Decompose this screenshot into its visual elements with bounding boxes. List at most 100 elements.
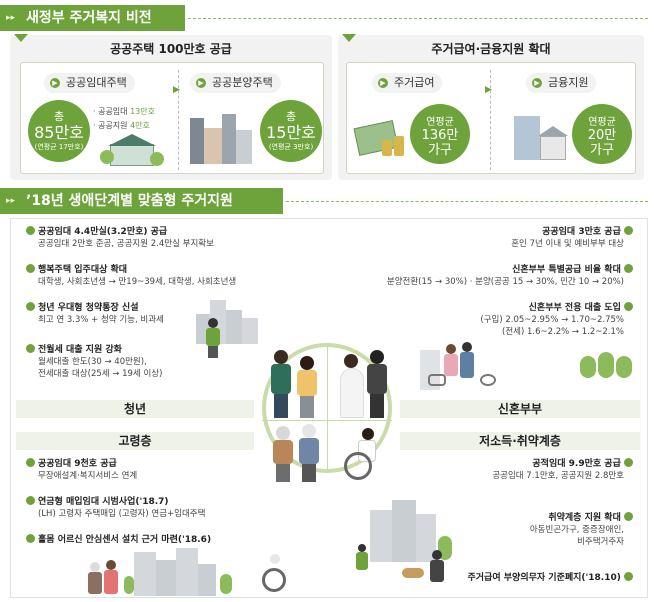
newlywed-item-2-title: 신혼부부 특별공급 비율 확대 bbox=[512, 265, 621, 275]
chevron-right-icon bbox=[26, 226, 35, 235]
youth-item-3-line: 최고 연 3.3% + 청약 기능, 비과세 bbox=[38, 315, 164, 325]
chevron-right-icon: ▶ bbox=[485, 85, 492, 95]
family-illustration bbox=[420, 340, 540, 390]
housing-benefit-value: 136만 bbox=[421, 128, 459, 143]
section2-header: ’18년 생애단계별 맞춤형 주거지원 bbox=[0, 188, 283, 214]
sale-total-value: 15만호 bbox=[266, 123, 316, 142]
newlywed-item-3-line-1: (구입) 2.05~2.95% → 1.70~2.75% bbox=[480, 315, 624, 325]
elderly-neighborhood-illustration bbox=[84, 548, 294, 596]
rental-note-public-label: · 공공임대 bbox=[93, 107, 128, 116]
youth-item-4: 전월세 대출 지원 강화 월세대출 한도(30 → 40만원), 전세대출 대상… bbox=[26, 344, 256, 380]
lowincome-item-3-title: 주거급여 부양의무자 기준폐지('18.10) bbox=[467, 573, 621, 583]
lowincome-item-1-title: 공적임대 9.9만호 공급 bbox=[532, 459, 621, 469]
lowincome-item-1: 공적임대 9.9만호 공급 공공임대 7.1만호, 공공지원 2.8만호 bbox=[400, 458, 636, 482]
rental-note-support: · 공공지원 4만호 bbox=[93, 120, 150, 131]
rental-total-circle: 총 85만호 (연평균 17만호) bbox=[28, 100, 90, 162]
chevron-left-icon bbox=[624, 302, 633, 311]
youth-item-4-title: 전월세 대출 지원 강화 bbox=[38, 345, 122, 355]
chevron-right-icon: ▶ bbox=[196, 78, 206, 88]
youth-item-1-title: 공공임대 4.4만실(3.2만호) 공급 bbox=[38, 227, 168, 237]
finance-support-avg: 연평균 bbox=[588, 117, 616, 128]
lowincome-item-2: 취약계층 지원 확대 아동빈곤가구, 중증장애인, 비주택거주자 bbox=[470, 512, 636, 548]
chevron-left-icon bbox=[624, 458, 633, 467]
elderly-item-2: 연금형 매입임대 시범사업('18.7) (LH) 고령자 주택매입 (고령자)… bbox=[26, 496, 266, 520]
sale-housing-chip: ▶ 공공분양주택 bbox=[190, 73, 281, 93]
newlywed-item-1-line: 혼인 7년 이내 및 예비부부 대상 bbox=[511, 239, 624, 249]
rental-note-support-label: · 공공지원 bbox=[93, 121, 128, 130]
youth-item-2-title: 행복주택 입주대상 확대 bbox=[38, 265, 128, 275]
sale-total-prefix: 총 bbox=[285, 110, 297, 123]
elderly-couple-illustration bbox=[272, 424, 328, 482]
sale-total-sub: (연평균 3만호) bbox=[268, 143, 314, 151]
newlywed-item-3-line-2: (전세) 1.6~2.2% → 1.2~2.1% bbox=[502, 327, 624, 337]
chevron-left-icon bbox=[624, 572, 633, 581]
youth-item-3-title: 청년 우대형 청약통장 신설 bbox=[38, 303, 139, 313]
wedding-couple-illustration bbox=[340, 350, 396, 420]
chevron-left-icon bbox=[624, 512, 633, 521]
rental-note-public-value: 13만호 bbox=[130, 107, 155, 116]
sale-buildings-illustration bbox=[186, 110, 256, 166]
vertical-divider bbox=[490, 70, 491, 170]
chevron-right-icon bbox=[26, 344, 35, 353]
chevron-right-icon bbox=[26, 264, 35, 273]
housing-benefit-avg: 연평균 bbox=[426, 117, 454, 128]
rental-note-public: · 공공임대 13만호 bbox=[93, 106, 155, 117]
youth-item-3: 청년 우대형 청약통장 신설 최고 연 3.3% + 청약 기능, 비과세 bbox=[26, 302, 256, 326]
rental-total-value: 85만호 bbox=[34, 123, 84, 142]
newlywed-item-3: 신혼부부 전용 대출 도입 (구입) 2.05~2.95% → 1.70~2.7… bbox=[440, 302, 636, 338]
youth-couple-illustration bbox=[268, 350, 328, 420]
sale-total-circle: 총 15만호 (연평균 3만호) bbox=[260, 100, 322, 162]
housing-benefit-circle: 연평균 136만 가구 bbox=[410, 104, 470, 164]
elderly-label: 고령층 bbox=[16, 432, 254, 450]
vertical-divider bbox=[178, 70, 179, 170]
rental-house-illustration bbox=[100, 134, 164, 168]
lowincome-item-1-line: 공공임대 7.1만호, 공공지원 2.8만호 bbox=[492, 471, 624, 481]
elderly-item-2-line: (LH) 고령자 주택매입 (고령자) 연금+임대주택 bbox=[38, 509, 206, 519]
chevron-right-icon bbox=[26, 496, 35, 505]
lowincome-item-3: 주거급여 부양의무자 기준폐지('18.10) bbox=[430, 572, 636, 584]
chevron-right-icon: ▶ bbox=[173, 85, 180, 95]
rental-housing-label: 공공임대주택 bbox=[66, 76, 127, 89]
benefit-title: 주거급여·금융지원 확대 bbox=[431, 42, 551, 56]
housing-benefit-unit: 가구 bbox=[428, 143, 452, 158]
chevron-left-icon bbox=[624, 264, 633, 273]
sale-housing-label: 공공분양주택 bbox=[212, 76, 273, 89]
rental-total-prefix: 총 bbox=[53, 110, 65, 123]
lowincome-item-2-line-1: 아동빈곤가구, 중증장애인, bbox=[529, 525, 624, 535]
youth-item-2: 행복주택 입주대상 확대 대학생, 사회초년생 → 만19~39세, 대학생, … bbox=[26, 264, 286, 288]
chevron-right-icon: ▶ bbox=[50, 78, 60, 88]
section1-divider bbox=[188, 18, 648, 19]
elderly-item-1-line: 무장애설계·복지서비스 연계 bbox=[38, 471, 138, 481]
section1-header: 새정부 주거복지 비전 bbox=[0, 5, 185, 31]
housing-benefit-label: 주거급여 bbox=[394, 76, 435, 89]
wheelchair-person-illustration bbox=[342, 428, 392, 482]
section2-divider bbox=[286, 201, 648, 202]
lowincome-neighborhood-illustration bbox=[352, 500, 470, 594]
lowincome-item-2-title: 취약계층 지원 확대 bbox=[548, 513, 621, 523]
newlywed-item-2-line: 분양전환(15 → 30%) · 분양(공공 15 → 30%, 민간 10 →… bbox=[386, 277, 624, 287]
newlywed-item-3-title: 신혼부부 전용 대출 도입 bbox=[528, 303, 621, 313]
elderly-item-1-title: 공공임대 9천호 공급 bbox=[38, 459, 117, 469]
finance-support-value: 20만 bbox=[587, 128, 617, 143]
youth-item-4-line-1: 월세대출 한도(30 → 40만원), bbox=[38, 357, 147, 367]
elderly-item-2-title: 연금형 매입임대 시범사업('18.7) bbox=[38, 497, 169, 507]
benefit-arrow-icon bbox=[342, 34, 356, 42]
public-housing-arrow-icon bbox=[14, 34, 28, 42]
lowincome-label: 저소득·취약계층 bbox=[400, 432, 640, 450]
chevron-right-icon bbox=[26, 302, 35, 311]
finance-support-unit: 가구 bbox=[590, 143, 614, 158]
public-housing-title: 공공주택 100만호 공급 bbox=[110, 42, 232, 56]
chevron-right-icon: ▶ bbox=[532, 78, 542, 88]
newlywed-item-1: 공공임대 3만호 공급 혼인 7년 이내 및 예비부부 대상 bbox=[400, 226, 636, 250]
finance-support-chip: ▶ 금융지원 bbox=[526, 73, 597, 93]
rental-note-support-value: 4만호 bbox=[130, 121, 150, 130]
trees-illustration bbox=[580, 348, 636, 384]
newlywed-label: 신혼부부 bbox=[400, 400, 640, 418]
bank-illustration bbox=[510, 110, 570, 166]
chevron-left-icon bbox=[624, 226, 633, 235]
chevron-right-icon: ▶ bbox=[378, 78, 388, 88]
youth-item-1: 공공임대 4.4만실(3.2만호) 공급 공공임대 2만호 준공, 공공지원 2… bbox=[26, 226, 256, 250]
rental-housing-chip: ▶ 공공임대주택 bbox=[44, 73, 135, 93]
chevron-right-icon bbox=[26, 458, 35, 467]
youth-item-4-line-2: 전세대출 대상(25세 → 19세 이상) bbox=[38, 369, 163, 379]
